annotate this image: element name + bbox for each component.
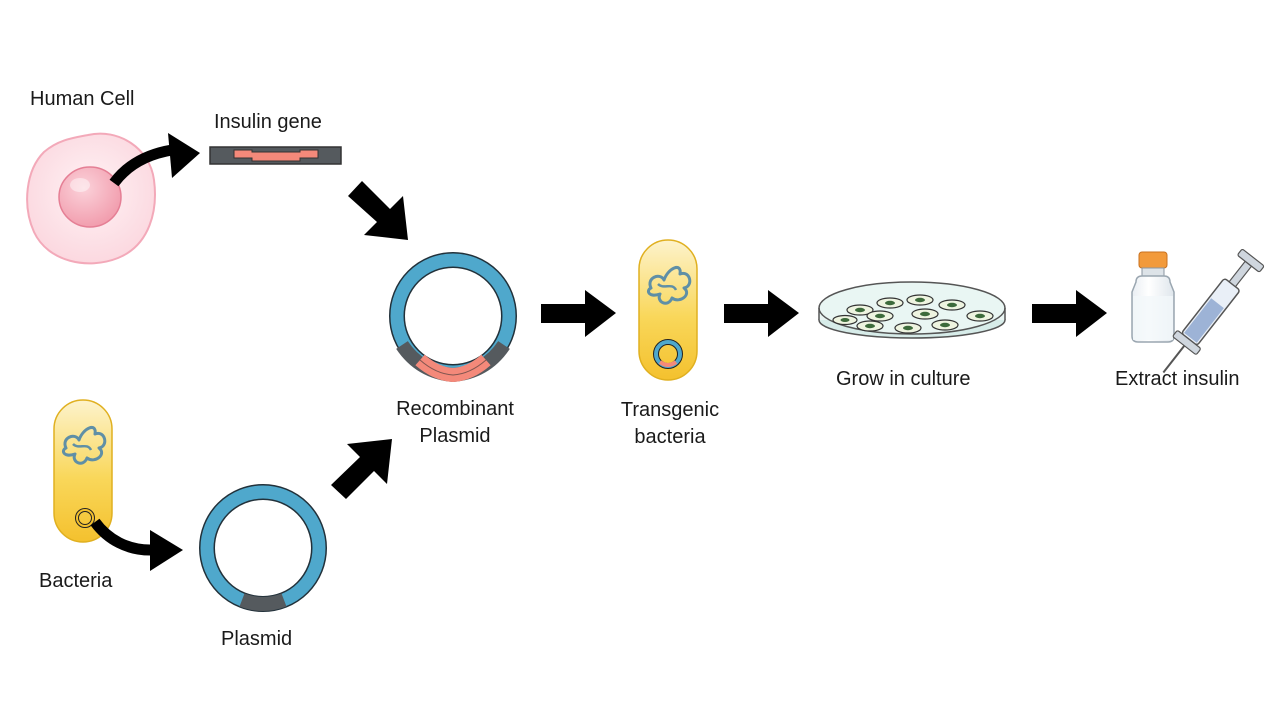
arrow-cell-to-gene-icon	[109, 133, 200, 187]
insulin-gene-strip-icon	[209, 146, 342, 165]
petri-dish-icon	[818, 281, 1006, 339]
arrow-bacterium-to-plasmid-icon	[90, 518, 183, 571]
arrow-culture-to-extract-icon	[1032, 290, 1107, 337]
label-recombinant-line2: Plasmid	[419, 425, 491, 447]
arrow-recombinant-to-transgenic-icon	[541, 290, 616, 337]
bacterium-icon	[53, 399, 113, 543]
human-cell-icon	[26, 132, 156, 265]
label-insulin-gene: Insulin gene	[214, 111, 322, 133]
plasmid-icon	[199, 484, 327, 612]
label-transgenic-line1: Transgenic	[620, 399, 720, 421]
arrow-plasmid-to-recombinant-icon	[331, 439, 392, 499]
insulin-vial-icon	[1131, 251, 1175, 343]
label-bacteria: Bacteria	[39, 570, 113, 592]
label-extract-insulin: Extract insulin	[1115, 368, 1240, 390]
arrow-gene-to-recombinant-icon	[348, 181, 408, 240]
recombinant-plasmid-icon	[389, 252, 517, 383]
label-grow-in-culture: Grow in culture	[836, 368, 971, 390]
label-transgenic-line2: bacteria	[634, 426, 706, 448]
label-transgenic-bacteria: Transgenic bacteria	[600, 397, 740, 451]
transgenic-bacterium-icon	[638, 239, 698, 381]
syringe-icon	[1162, 249, 1265, 374]
label-recombinant-plasmid: Recombinant Plasmid	[380, 396, 530, 450]
label-human-cell: Human Cell	[30, 88, 135, 110]
arrow-transgenic-to-culture-icon	[724, 290, 799, 337]
label-recombinant-line1: Recombinant	[396, 398, 514, 420]
label-plasmid: Plasmid	[221, 628, 293, 650]
